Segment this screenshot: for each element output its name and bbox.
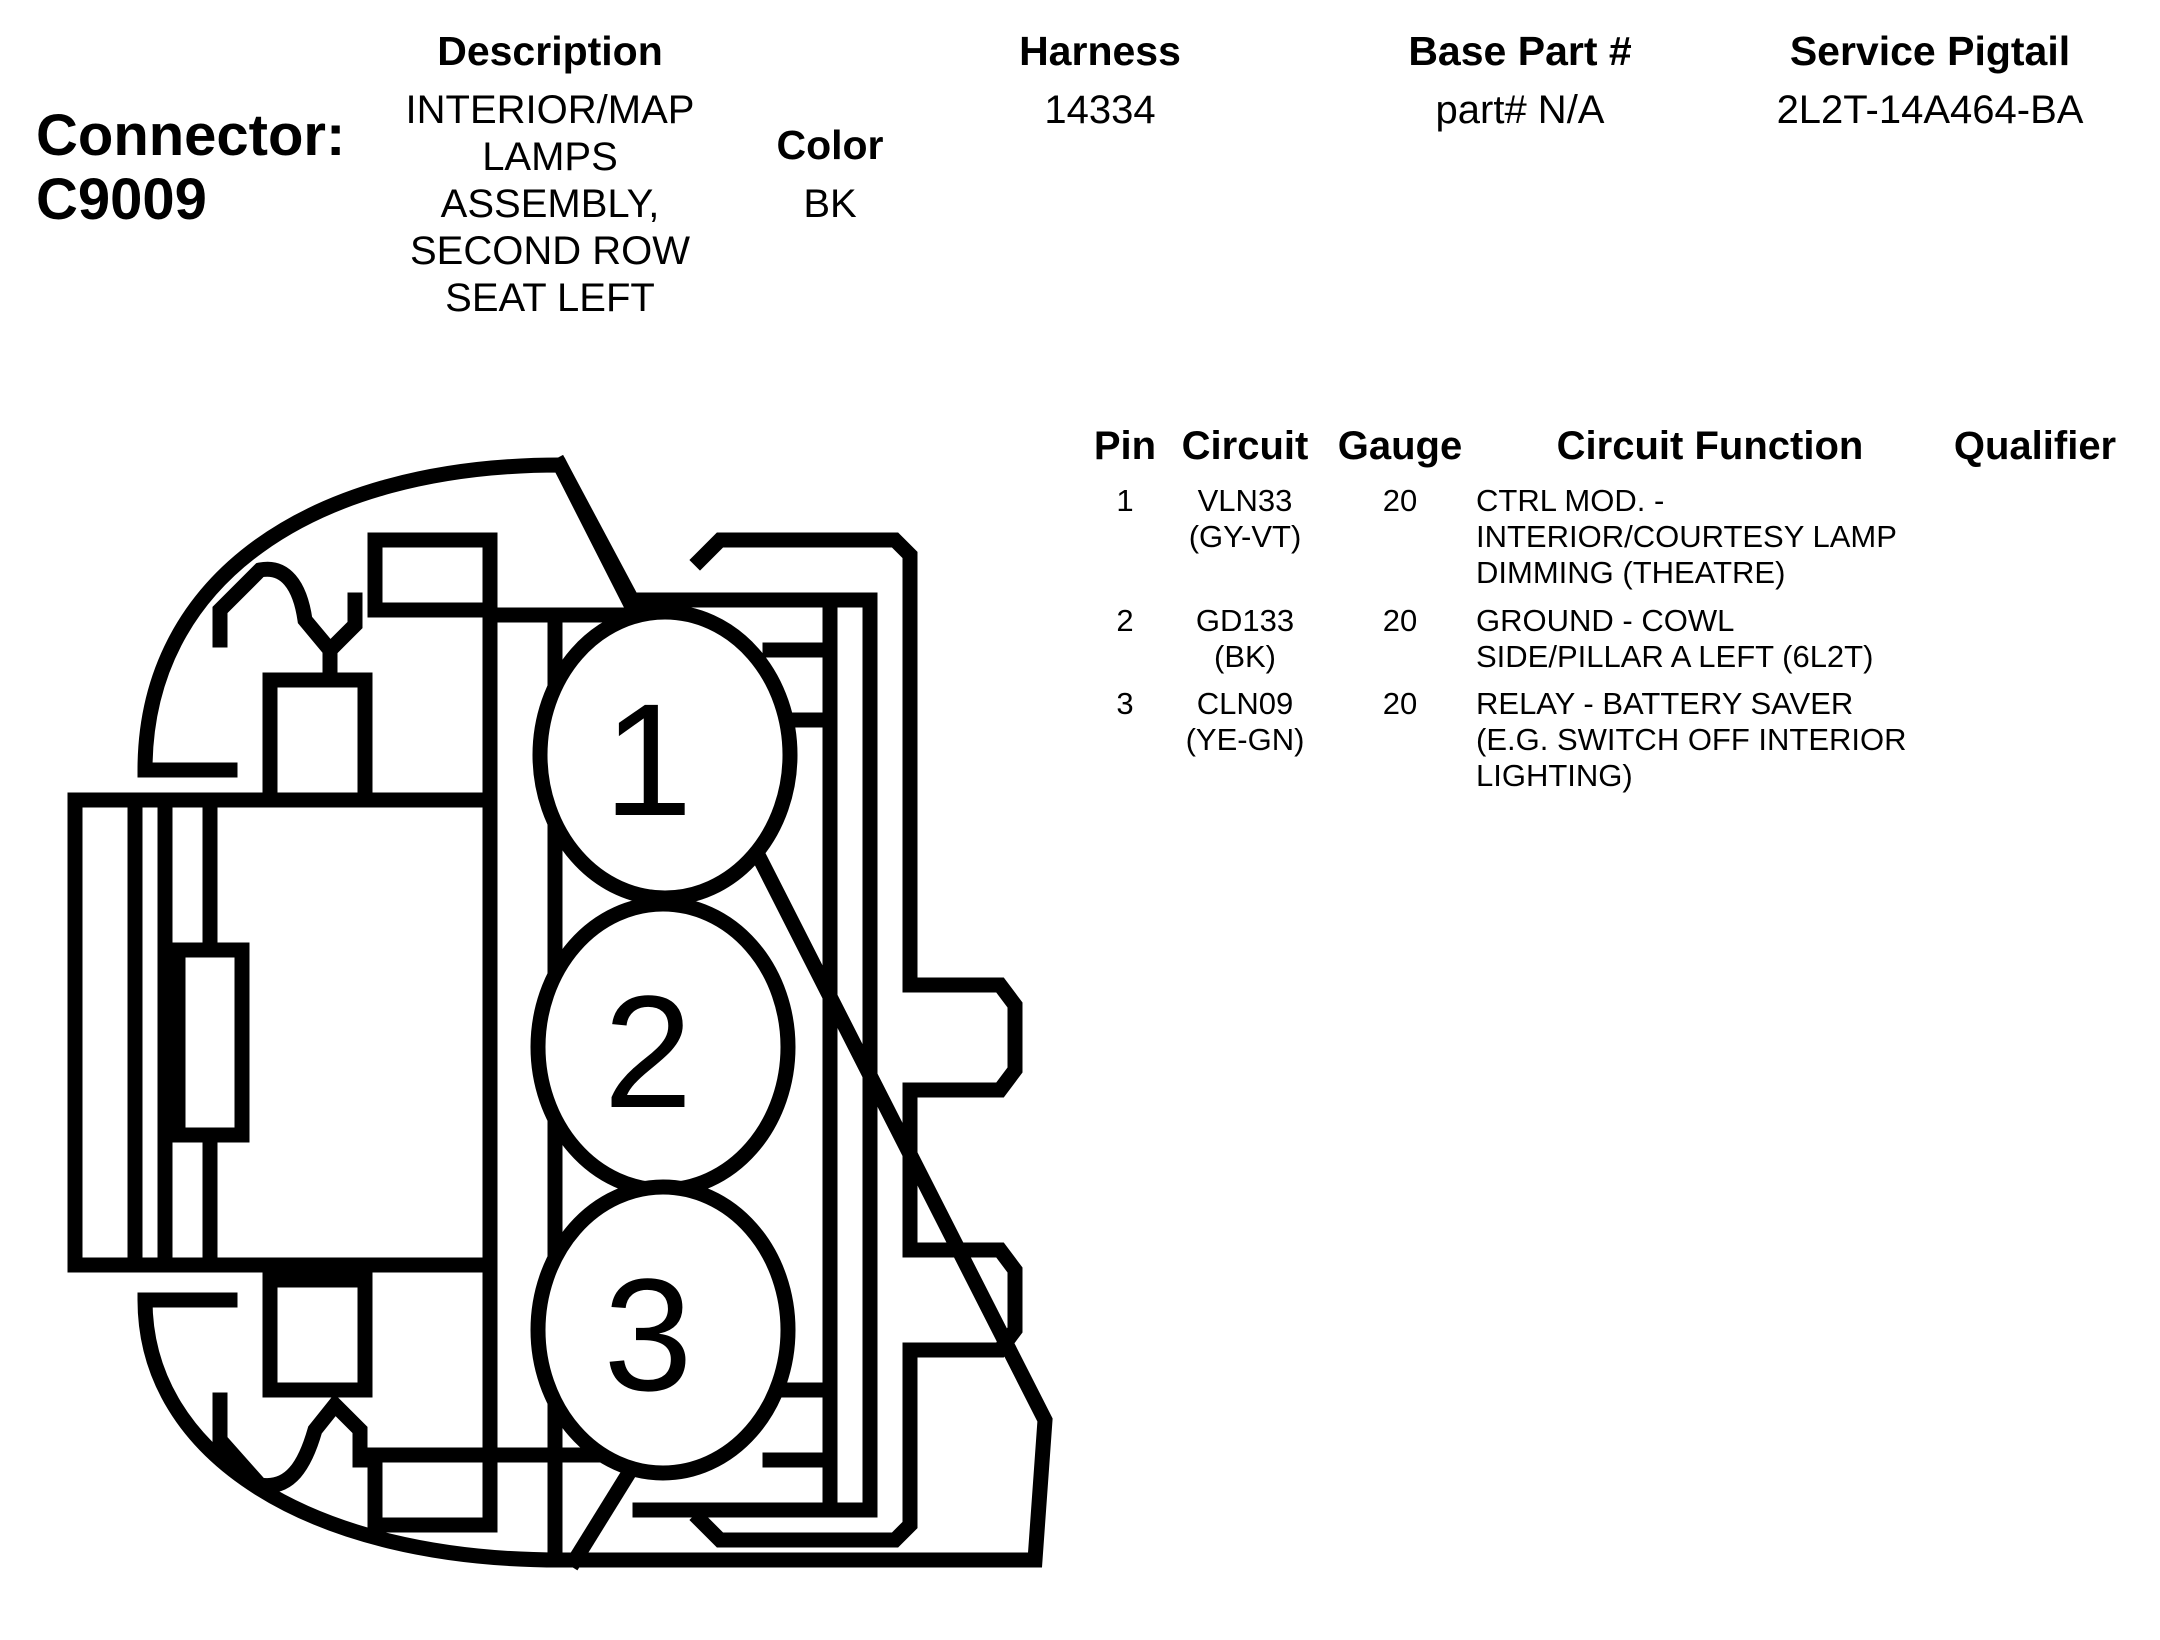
- top-block: [367, 532, 498, 618]
- pin-number: 3: [1116, 686, 1134, 721]
- description-value: INTERIOR/MAP LAMPS ASSEMBLY, SECOND ROW …: [370, 87, 730, 322]
- function-line: GROUND - COWL: [1476, 603, 1735, 638]
- harness-value: 14334: [1044, 88, 1156, 132]
- gauge-column-header: Gauge: [1337, 424, 1463, 468]
- pin-3-circle: [530, 1179, 796, 1481]
- base-part-header: Base Part #: [1408, 28, 1632, 74]
- pin-2-label: 2: [604, 962, 693, 1141]
- housing-shell: [137, 457, 1053, 1568]
- harness-header: Harness: [1019, 28, 1181, 74]
- upper-latch: [212, 561, 363, 662]
- left-tab: [67, 792, 173, 1273]
- connector-title: Connector: C9009: [36, 104, 345, 232]
- description-header: Description: [437, 28, 663, 74]
- service-pigtail-value: 2L2T-14A464-BA: [1776, 88, 2084, 132]
- qualifier-column-header: Qualifier: [1953, 424, 2117, 468]
- circuit-id: GD133: [1195, 603, 1295, 638]
- function-cell: RELAY - BATTERY SAVER (E.G. SWITCH OFF I…: [1476, 686, 1907, 794]
- gauge-cell: 20: [1382, 686, 1418, 721]
- function-column-header: Circuit Function: [1556, 424, 1864, 468]
- function-line: INTERIOR/COURTESY LAMP: [1476, 519, 1897, 554]
- color-value: BK: [803, 182, 857, 226]
- function-line: CTRL MOD. -: [1476, 483, 1665, 518]
- connector-id: C9009: [36, 167, 207, 232]
- function-line: LIGHTING): [1476, 758, 1633, 793]
- gauge-cell: 20: [1382, 603, 1418, 638]
- lower-latch: [212, 1392, 368, 1494]
- circuit-color: (YE-GN): [1185, 722, 1305, 757]
- circuit-cell: CLN09 (YE-GN): [1160, 686, 1330, 758]
- pin-1-label: 1: [604, 670, 693, 849]
- pin-3-label: 3: [604, 1245, 693, 1424]
- base-part-value: part# N/A: [1435, 88, 1605, 132]
- circuit-cell: GD133 (BK): [1160, 603, 1330, 675]
- gauge-cell: 20: [1382, 483, 1418, 518]
- bottom-block: [367, 1447, 498, 1533]
- description-line: SEAT LEFT: [445, 276, 655, 320]
- pin-column-header: Pin: [1093, 424, 1157, 468]
- service-pigtail-header: Service Pigtail: [1789, 28, 2071, 74]
- pin-number: 1: [1116, 483, 1134, 518]
- function-line: SIDE/PILLAR A LEFT (6L2T): [1476, 639, 1874, 674]
- pin-number: 2: [1116, 603, 1134, 638]
- function-line: (E.G. SWITCH OFF INTERIOR: [1476, 722, 1907, 757]
- function-line: RELAY - BATTERY SAVER: [1476, 686, 1854, 721]
- function-cell: GROUND - COWL SIDE/PILLAR A LEFT (6L2T): [1476, 603, 1873, 675]
- description-line: LAMPS: [482, 135, 618, 179]
- cavity-divider-1: [549, 454, 651, 626]
- circuit-color: (GY-VT): [1188, 519, 1302, 554]
- circuit-column-header: Circuit: [1181, 424, 1309, 468]
- connector-label: Connector:: [36, 103, 346, 168]
- description-line: INTERIOR/MAP: [405, 88, 695, 132]
- description-line: ASSEMBLY,: [440, 182, 660, 226]
- function-line: DIMMING (THEATRE): [1476, 555, 1786, 590]
- right-retainer: [689, 532, 1023, 1548]
- description-line: SECOND ROW: [410, 229, 690, 273]
- circuit-cell: VLN33 (GY-VT): [1160, 483, 1330, 555]
- connector-face-diagram: 1 2 3: [67, 454, 1053, 1571]
- top-post: [262, 672, 373, 808]
- circuit-id: CLN09: [1196, 686, 1294, 721]
- circuit-color: (BK): [1214, 639, 1276, 674]
- right-inner-wall: [632, 592, 878, 1518]
- center-slot: [170, 942, 250, 1143]
- function-cell: CTRL MOD. - INTERIOR/COURTESY LAMP DIMMI…: [1476, 483, 1897, 591]
- pin-3-cavity: [530, 1179, 796, 1481]
- color-header: Color: [776, 122, 884, 168]
- circuit-id: VLN33: [1197, 483, 1293, 518]
- bottom-post: [262, 1272, 373, 1398]
